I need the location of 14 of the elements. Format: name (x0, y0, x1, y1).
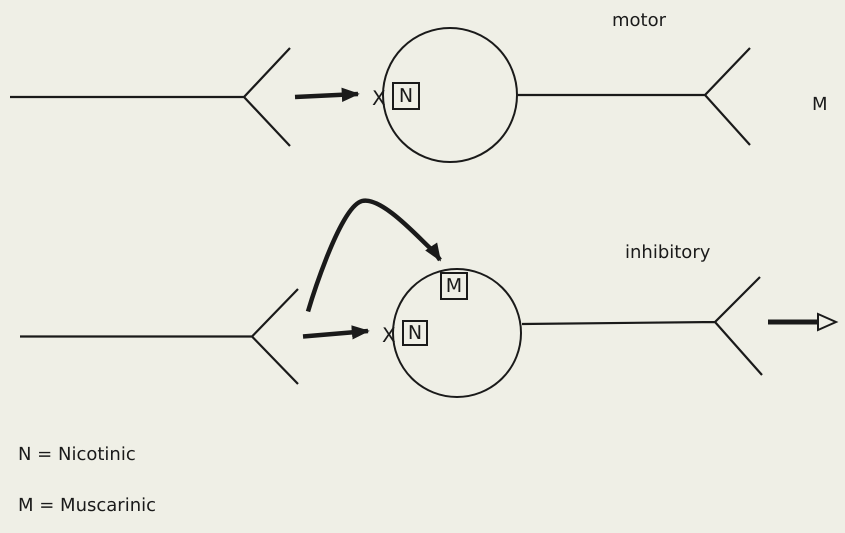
receptor-letter: N (408, 322, 422, 344)
receptor-letter: N (398, 85, 414, 107)
receptor-box (440, 272, 468, 300)
key-note: M = Muscarinic (18, 497, 156, 515)
arrow (306, 198, 442, 312)
arrow (294, 88, 360, 102)
receptor-letter: M (446, 275, 462, 297)
effector-label: M (812, 96, 828, 114)
arrow (302, 325, 370, 340)
cell-type-label: motor (612, 12, 666, 30)
key-note: N = Nicotinic (18, 446, 136, 464)
nerve-fibre-drawing (20, 287, 300, 386)
nerve-fibre-drawing (10, 46, 292, 148)
cell-type-label: inhibitory (625, 244, 710, 262)
